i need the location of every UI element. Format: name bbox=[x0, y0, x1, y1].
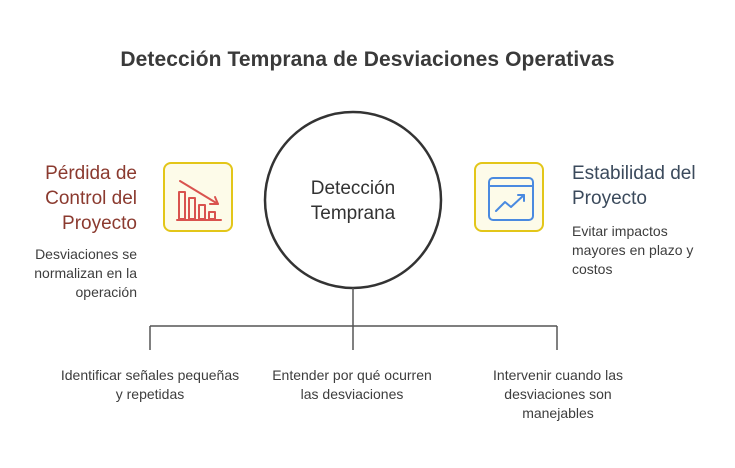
trending-up-window-icon bbox=[474, 162, 544, 232]
right-outcome-description: Evitar impactos mayores en plazo y costo… bbox=[572, 223, 694, 277]
branch-label-understand: Entender por qué ocurren las desviacione… bbox=[272, 367, 432, 402]
diagram-title: Detección Temprana de Desviaciones Opera… bbox=[120, 48, 615, 71]
left-outcome-title: Pérdida de Control del Proyecto bbox=[45, 163, 137, 234]
branch-label-intervene: Intervenir cuando las desviaciones son m… bbox=[493, 367, 623, 421]
center-label: Detección Temprana bbox=[310, 178, 396, 224]
branch-label-identify: Identificar señales pequeñas y repetidas bbox=[60, 367, 240, 402]
declining-bar-chart-icon bbox=[163, 162, 233, 232]
left-outcome-description: Desviaciones se normalizan en la operaci… bbox=[34, 246, 137, 300]
right-outcome-title: Estabilidad del Proyecto bbox=[572, 163, 696, 209]
